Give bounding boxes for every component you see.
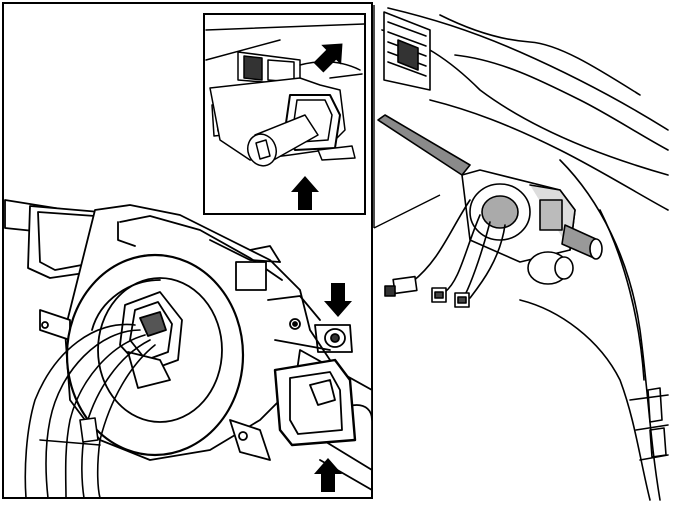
air-vent xyxy=(383,11,431,91)
wire-harness xyxy=(24,323,156,499)
callout-line xyxy=(373,194,441,229)
overview-stalk-left xyxy=(377,114,471,176)
column-collar xyxy=(273,358,357,447)
inset-detail-panel xyxy=(203,13,366,215)
overview-panel xyxy=(377,7,669,501)
inset-cylinder xyxy=(247,114,319,167)
locking-tab xyxy=(314,324,353,353)
clock-spring-connector xyxy=(119,291,183,389)
dashboard-top-edge xyxy=(387,7,669,131)
overview-connector-1 xyxy=(392,275,418,295)
overview-wire xyxy=(411,199,471,283)
